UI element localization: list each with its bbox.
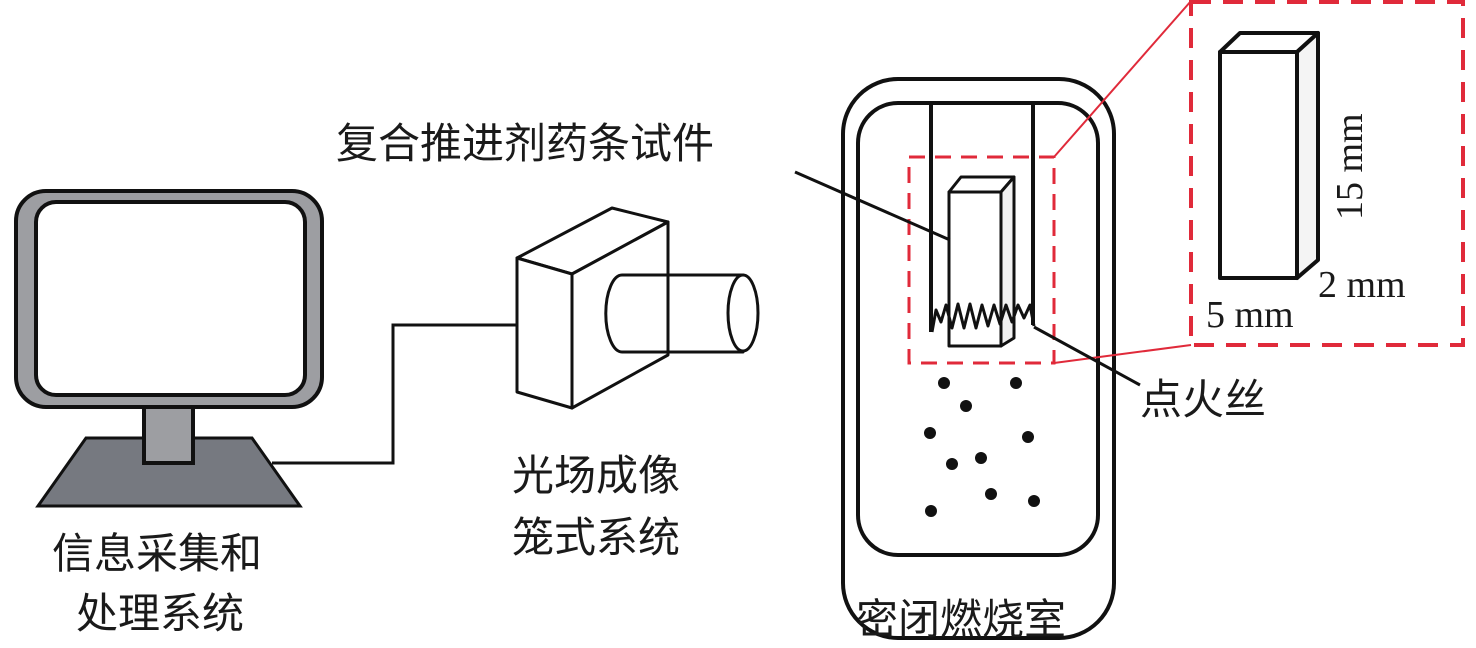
computer-label-line2: 处理系统: [76, 589, 244, 638]
specimen-depth-label: 2 mm: [1318, 264, 1406, 306]
combustion-chamber: [841, 77, 1116, 640]
camera-label-line2: 笼式系统: [512, 513, 680, 562]
propellant-specimen: [947, 175, 1016, 348]
monitor-base: [35, 436, 303, 508]
data-cable: [272, 323, 517, 465]
specimen-detail-bar: [1218, 31, 1320, 280]
chamber-outer-wall: [841, 77, 1116, 640]
specimen-label: 复合推进剂药条试件: [336, 119, 714, 168]
specimen-leader-line: [794, 170, 951, 242]
specimen-detail-box: [1189, 0, 1465, 347]
zoom-region-box: [907, 155, 1056, 365]
ignition-wire-leader-line: [1033, 325, 1141, 387]
zoom-connector-bottom: [1053, 344, 1192, 364]
ignition-wire-label: 点火丝: [1140, 375, 1266, 424]
camera-lens-barrel: [604, 273, 745, 354]
chamber-particles: [924, 377, 1040, 517]
chamber-inner-wall: [856, 101, 1100, 557]
monitor-stand: [142, 405, 195, 465]
light-field-camera: [515, 206, 760, 410]
computer-label-line1: 信息采集和: [52, 529, 262, 578]
camera-label-line1: 光场成像: [512, 451, 680, 500]
computer-monitor: [14, 189, 324, 508]
zoom-connector-top: [1053, 0, 1192, 158]
chamber-label: 密闭燃烧室: [856, 595, 1066, 644]
camera-lens-opening: [726, 273, 760, 353]
ignition-wire: [930, 302, 1036, 333]
specimen-height-label: 15 mm: [1329, 113, 1371, 220]
specimen-width-label: 5 mm: [1206, 294, 1294, 336]
camera-front-face: [515, 256, 574, 410]
monitor-screen: [34, 200, 307, 397]
